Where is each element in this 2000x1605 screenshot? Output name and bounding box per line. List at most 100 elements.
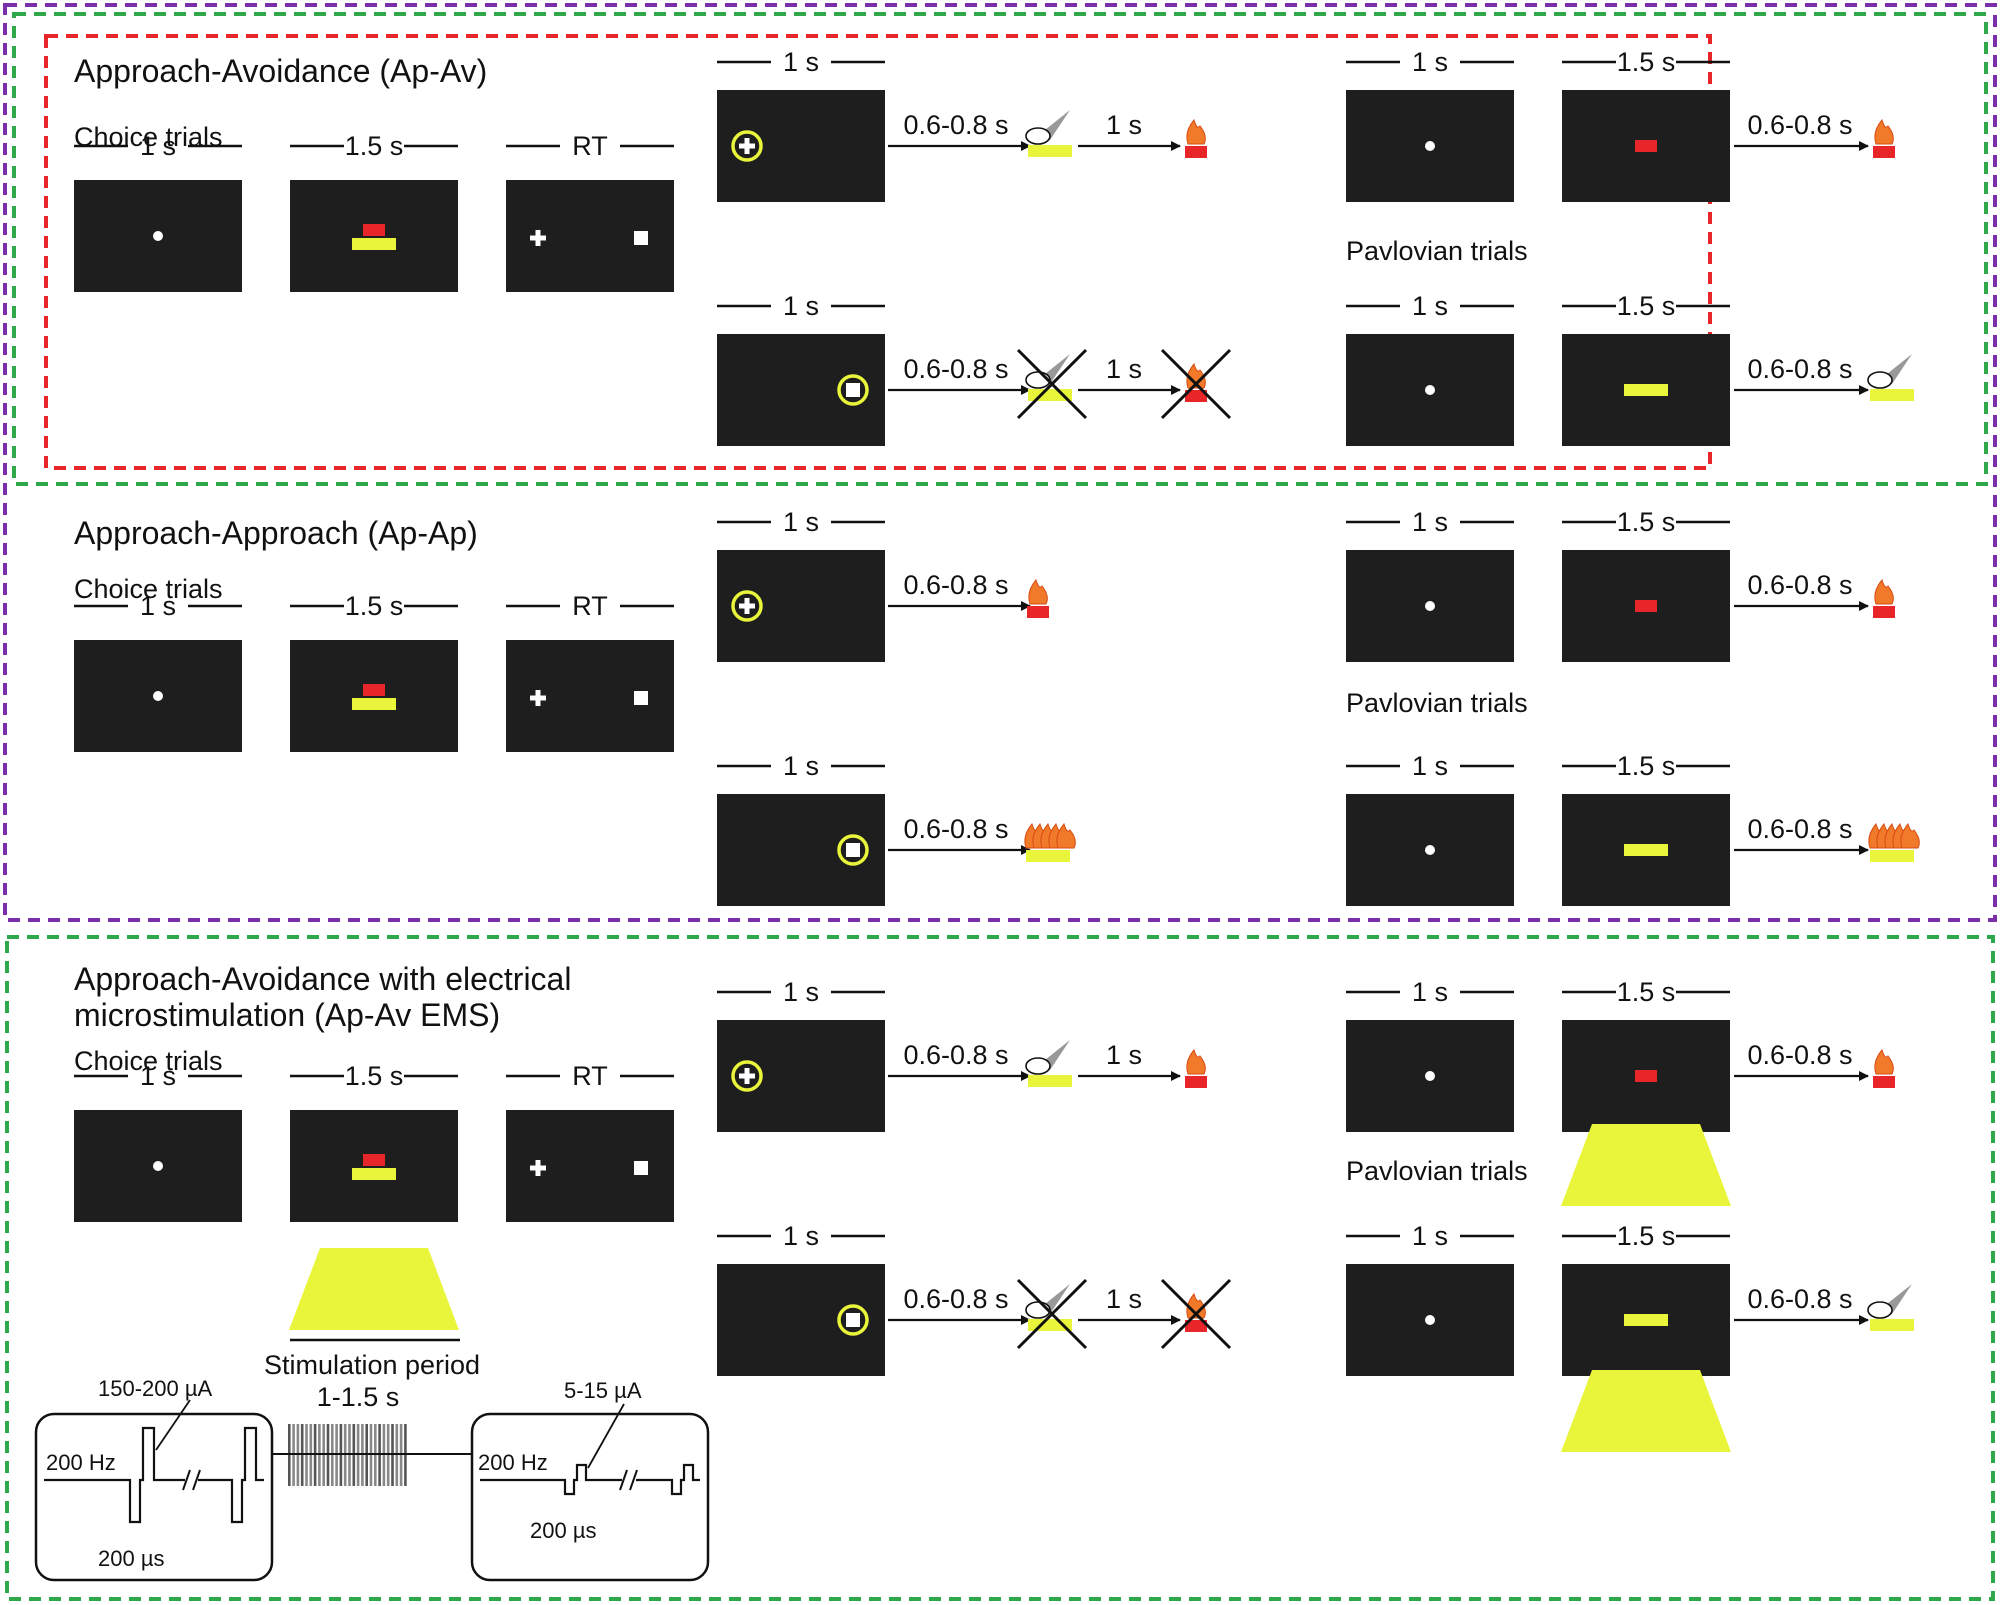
fixation-dot (1425, 1315, 1435, 1325)
ems-choice-label: Choice trials (74, 1046, 223, 1076)
juice-reward-icon (1874, 1048, 1894, 1075)
duration-fix: 1 s (1412, 1221, 1448, 1251)
waveform-right-pointer (587, 1403, 625, 1469)
juice-reward-icon (1186, 118, 1206, 145)
square-cue-icon (634, 691, 648, 705)
ap-ap-title: Approach-Approach (Ap-Ap) (74, 515, 478, 551)
duration-fix: 1 s (140, 591, 176, 621)
juice-reward-icon (1056, 822, 1076, 849)
ap-av-pavlovian-label: Pavlovian trials (1346, 236, 1528, 266)
air-puff-icon (1025, 1057, 1051, 1075)
reward-bar (363, 224, 385, 236)
juice-reward-icon (1874, 578, 1894, 605)
cross-cue-icon-vertical (535, 230, 541, 246)
ap-av-red-border (44, 34, 1712, 470)
delay-label: 0.6-0.8 s (903, 570, 1008, 600)
square-cue-icon (634, 1161, 648, 1175)
cross-cue-icon-vertical (744, 598, 750, 614)
duration-cue: 1.5 s (1617, 47, 1676, 77)
duration-fix: 1 s (1412, 291, 1448, 321)
waveform-box-right (470, 1412, 710, 1582)
reward-bar (1185, 1076, 1207, 1088)
duration-choice: 1 s (783, 291, 819, 321)
punishment-bar (1028, 145, 1072, 157)
punishment-bar (1624, 844, 1668, 856)
delay-label: 0.6-0.8 s (903, 110, 1008, 140)
fixation-dot (1425, 1071, 1435, 1081)
cue-highlight-ring (837, 1304, 869, 1336)
waveform-left-pulse-width: 200 µs (98, 1546, 165, 1571)
after-label: 1 s (1106, 1284, 1142, 1314)
duration-cue: 1.5 s (345, 131, 404, 161)
waveform-left-break (182, 1469, 201, 1491)
punishment-bar (1624, 1314, 1668, 1326)
air-puff-icon (1867, 371, 1893, 389)
reward-bar (1873, 606, 1895, 618)
duration-rt: RT (572, 131, 608, 161)
reward-bar (1185, 390, 1207, 402)
punishment-bar (1028, 1075, 1072, 1087)
waveform-left-frequency: 200 Hz (46, 1450, 116, 1475)
cue-highlight-ring (731, 1060, 763, 1092)
reward-bar (1635, 1070, 1657, 1082)
stimulation-indicator-pavlovian-punishment (1561, 1370, 1731, 1452)
waveform-right-break (619, 1469, 638, 1491)
duration-rt: RT (572, 591, 608, 621)
duration-cue: 1.5 s (1617, 507, 1676, 537)
juice-reward-icon (1874, 118, 1894, 145)
after-label: 1 s (1106, 110, 1142, 140)
air-puff-icon (1867, 1301, 1893, 1319)
fixation-dot (1425, 385, 1435, 395)
square-cue-icon (846, 1313, 860, 1327)
reward-bar (363, 684, 385, 696)
square-cue-icon (846, 843, 860, 857)
waveform-left (44, 1426, 264, 1524)
ems-title-line2: microstimulation (Ap-Av EMS) (74, 997, 500, 1033)
fixation-dot (1425, 845, 1435, 855)
fixation-dot (153, 691, 163, 701)
waveform-left-amplitude: 150-200 µA (98, 1376, 213, 1401)
waveform-box-left (34, 1412, 274, 1582)
delay-label: 0.6-0.8 s (903, 814, 1008, 844)
delay-label: 0.6-0.8 s (903, 1040, 1008, 1070)
duration-choice: 1 s (783, 507, 819, 537)
duration-cue: 1.5 s (1617, 291, 1676, 321)
delay-label: 0.6-0.8 s (1747, 354, 1852, 384)
ems-pavlovian-label: Pavlovian trials (1346, 1156, 1528, 1186)
ap-ap-choice-label: Choice trials (74, 574, 223, 604)
punishment-bar (1026, 850, 1070, 862)
reward-bar (363, 1154, 385, 1166)
duration-fix: 1 s (1412, 507, 1448, 537)
duration-fix: 1 s (140, 131, 176, 161)
fixation-dot (1425, 601, 1435, 611)
juice-reward-icon (1900, 822, 1920, 849)
after-label: 1 s (1106, 354, 1142, 384)
juice-reward-icon (1186, 1048, 1206, 1075)
punishment-bar (352, 1168, 396, 1180)
reward-bar (1185, 1320, 1207, 1332)
waveform-right-frequency: 200 Hz (478, 1450, 548, 1475)
air-puff-icon (1025, 127, 1051, 145)
delay-label: 0.6-0.8 s (1747, 1284, 1852, 1314)
cancel-x-mark-2 (1160, 348, 1232, 420)
cue-highlight-ring (731, 130, 763, 162)
punishment-bar (1870, 1319, 1914, 1331)
stimulation-indicator-pavlovian-reward (1561, 1124, 1731, 1206)
reward-bar (1873, 146, 1895, 158)
duration-cue: 1.5 s (1617, 977, 1676, 1007)
square-cue-icon (634, 231, 648, 245)
cancel-x-mark-2 (1016, 1278, 1088, 1350)
fixation-dot (1425, 141, 1435, 151)
cancel-x-mark-2 (1160, 1278, 1232, 1350)
delay-label: 0.6-0.8 s (903, 354, 1008, 384)
duration-fix: 1 s (140, 1061, 176, 1091)
ems-green-border (5, 935, 1995, 1601)
waveform-left-pointer (155, 1399, 191, 1451)
ems-title-line1: Approach-Avoidance with electrical (74, 961, 571, 997)
delay-label: 0.6-0.8 s (1747, 1040, 1852, 1070)
duration-cue: 1.5 s (1617, 1221, 1676, 1251)
stimulation-indicator-choice (289, 1248, 459, 1330)
duration-choice: 1 s (783, 1221, 819, 1251)
reward-bar (1635, 140, 1657, 152)
